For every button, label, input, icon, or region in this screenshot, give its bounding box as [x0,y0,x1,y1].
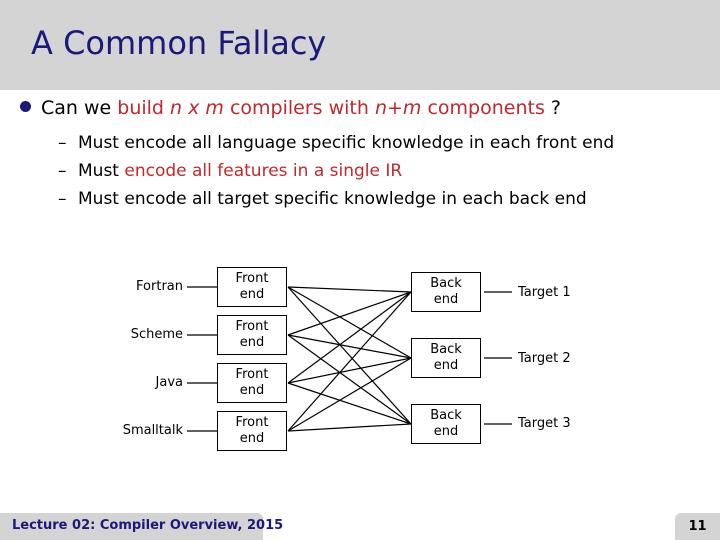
bullet-var-nm: n+m [374,97,422,119]
end-word: end [433,292,459,307]
edge [287,286,412,359]
edge [287,291,412,432]
target-label: Target 3 [518,416,571,431]
edge [287,286,412,425]
sub-bullet-dash: – [58,189,67,209]
sub-bullet-2: –Must encode all features in a single IR [58,161,402,181]
front-end-word: Front [235,319,269,334]
edge [287,334,412,359]
edge [287,357,412,432]
language-label: Scheme [130,327,183,342]
front-end-word: Front [235,415,269,430]
sub-bullet-1: –Must encode all language specific knowl… [58,133,614,153]
end-word: end [239,287,265,302]
sub-bullet-3: –Must encode all target specific knowled… [58,189,587,209]
bullet-var-m: m [205,97,224,119]
back-end-word: Back [430,342,462,357]
slide-title: A Common Fallacy [31,24,327,62]
bullet-suffix: ? [544,97,561,119]
bullet-dot-icon [20,101,31,112]
sub-bullet-highlight: encode all features in a single IR [124,161,403,181]
edge [287,423,412,432]
edge [287,357,412,384]
page-number: 11 [688,519,707,534]
sub-bullet-dash: – [58,161,67,181]
end-word: end [239,431,265,446]
language-label: Smalltalk [122,423,183,438]
language-label: Java [155,375,183,390]
edge [287,286,412,293]
end-word: end [239,335,265,350]
bullet-prefix: Can we [41,97,118,119]
back-end-word: Back [430,276,462,291]
bullet-highlight-c: components [421,97,545,119]
page-number-box: 11 [675,513,720,540]
end-word: end [239,383,265,398]
front-end-word: Front [235,367,269,382]
edge [287,291,412,384]
footer-bar: Lecture 02: Compiler Overview, 2015 [0,513,283,540]
back-end-word: Back [430,408,462,423]
title-bar [0,0,720,90]
sub-bullet-text: Must encode all target specific knowledg… [78,189,587,209]
lecture-footer: Lecture 02: Compiler Overview, 2015 [12,518,284,533]
end-word: end [433,424,459,439]
language-label: Fortran [136,279,183,294]
sub-bullet-dash: – [58,133,67,153]
front-end-word: Front [235,271,269,286]
target-label: Target 1 [518,285,571,300]
end-word: end [433,358,459,373]
edge [287,291,412,336]
bullet-x: x [182,97,206,119]
bullet-highlight-a: build [117,97,171,119]
bullet-var-n: n [170,97,183,119]
main-bullet: Can we build n x m compilers with n+m co… [20,97,561,119]
edge [287,334,412,425]
target-label: Target 2 [518,351,571,366]
edge [287,382,412,425]
bullet-highlight-b: compilers with [223,97,375,119]
sub-bullet-text: Must encode all language specific knowle… [78,133,615,153]
sub-bullet-text: Must [78,161,125,181]
